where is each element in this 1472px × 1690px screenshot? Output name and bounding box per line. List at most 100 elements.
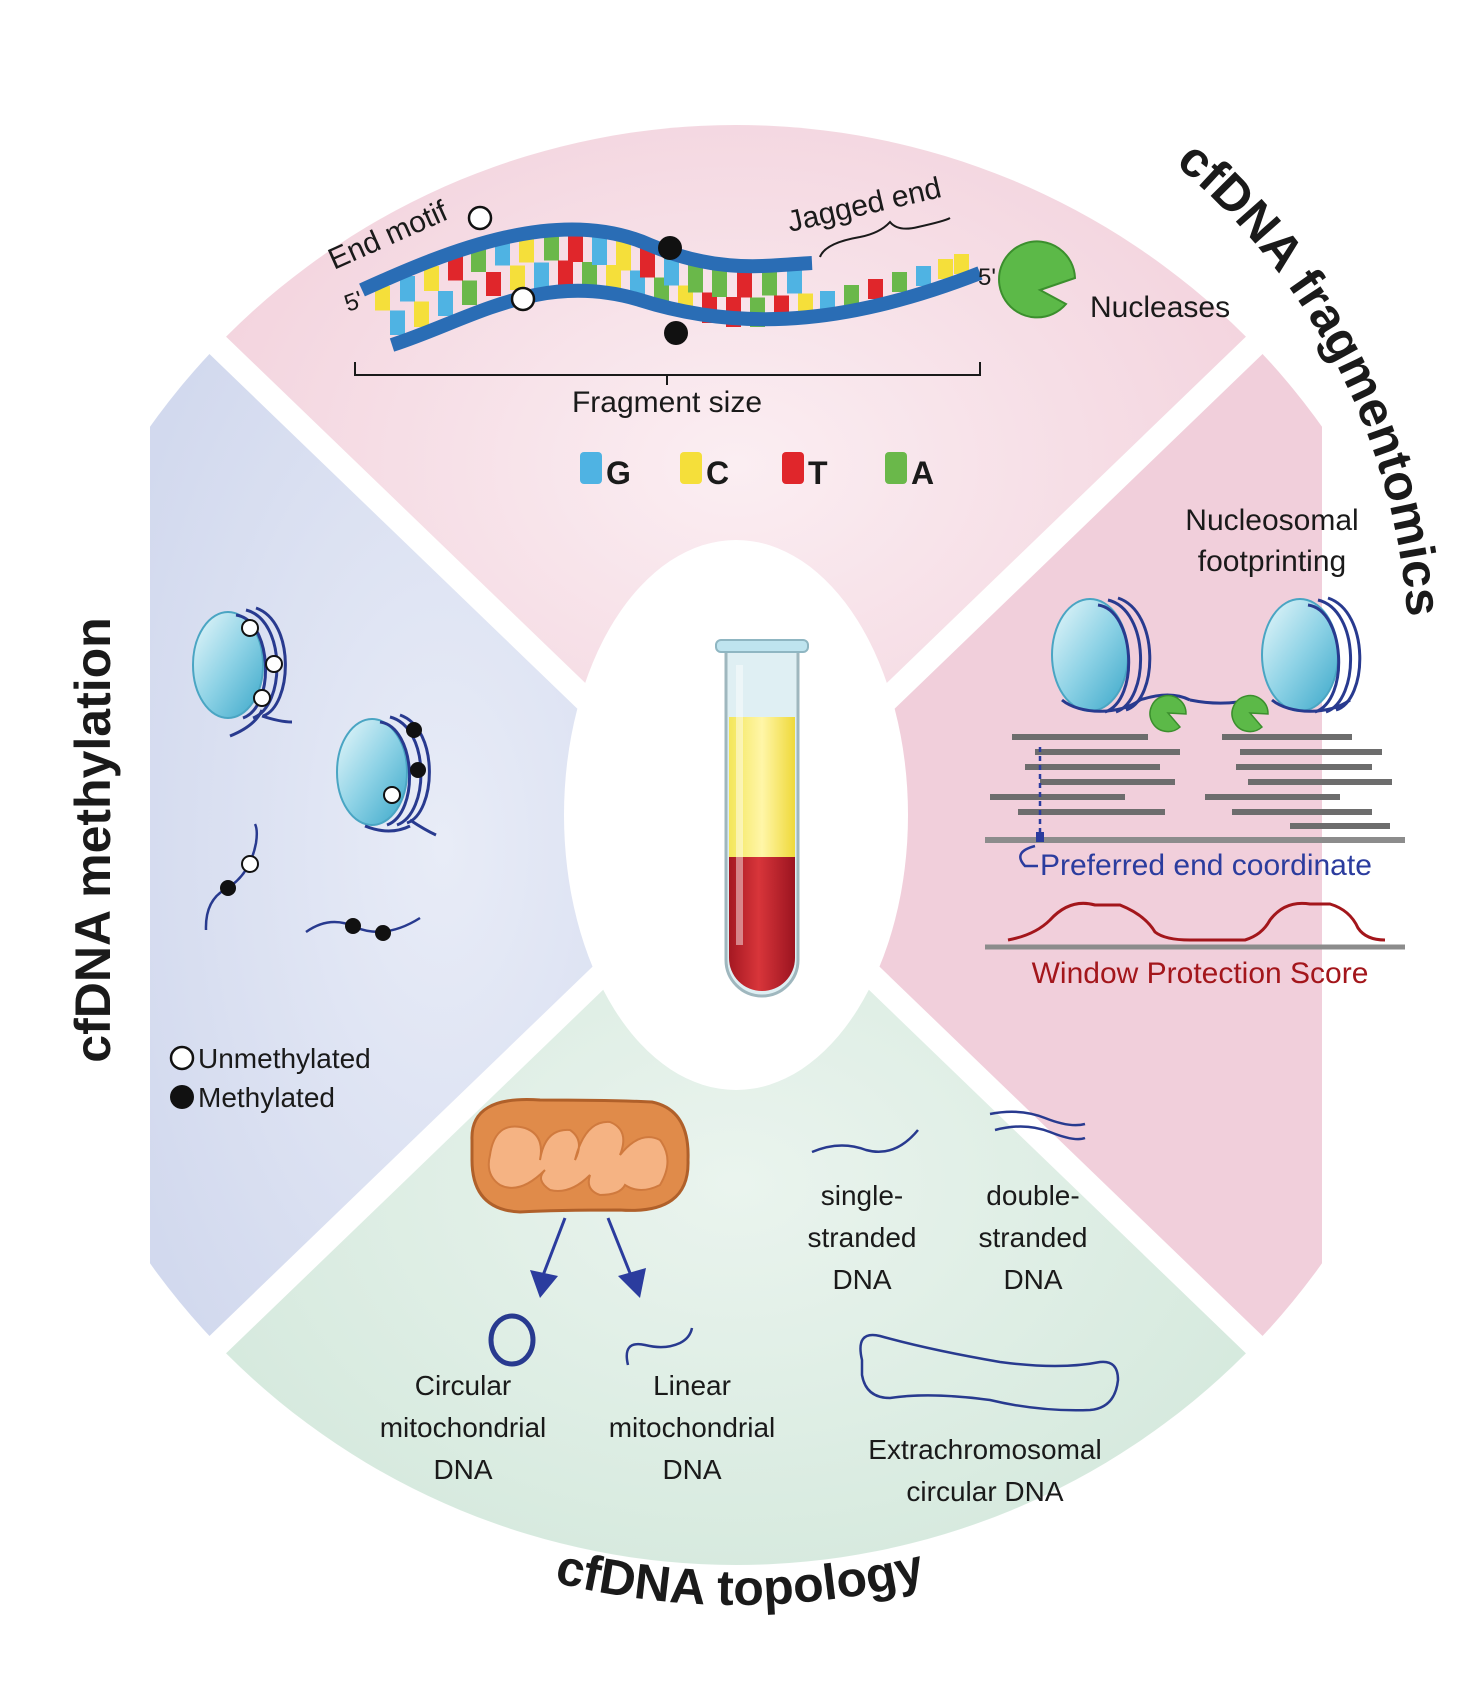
fragment-size-label: Fragment size	[572, 386, 762, 419]
blood-tube-icon	[715, 639, 809, 998]
circular-mtdna-label: Circular	[415, 1370, 511, 1401]
base-block	[375, 286, 390, 311]
base-block	[616, 240, 631, 271]
footprinting-label: Nucleosomal	[1185, 504, 1358, 537]
base-block	[592, 234, 607, 265]
base-block	[510, 265, 525, 290]
legend-letter: C	[706, 455, 729, 491]
base-block	[868, 279, 883, 299]
base-block	[462, 280, 477, 305]
base-block	[544, 232, 559, 261]
double-stranded-dna-icon	[989, 1110, 1086, 1141]
sequencing-reads	[990, 734, 1392, 829]
eccdna-icon	[859, 1333, 1120, 1412]
base-block	[495, 241, 510, 266]
ds-dna-label-2: stranded	[979, 1222, 1088, 1253]
ss-dna-label: single-	[821, 1180, 903, 1211]
eccdna-label: Extrachromosomal	[868, 1434, 1101, 1465]
arrow-to-circular	[540, 1217, 567, 1279]
base-block	[438, 291, 453, 316]
base-block	[664, 255, 679, 286]
nucleosome-pair	[1051, 596, 1362, 733]
nucleosome-icon	[1051, 596, 1191, 714]
base-block	[390, 310, 405, 335]
unmethylated-marker	[510, 286, 536, 312]
circular-mtdna-label-2: mitochondrial	[380, 1412, 547, 1443]
linear-mtdna-label-2: mitochondrial	[609, 1412, 776, 1443]
legend-swatch	[680, 452, 702, 484]
linear-mtdna-icon	[625, 1327, 694, 1366]
legend-swatch	[580, 452, 602, 484]
methylation-sector	[150, 280, 736, 1410]
nucleosome-icon	[1261, 596, 1362, 714]
methylated-legend-icon	[170, 1085, 194, 1109]
eccdna-label-2: circular DNA	[906, 1476, 1063, 1507]
base-block	[938, 259, 953, 279]
fragmentomics-sector-top	[150, 125, 1322, 845]
legend-swatch	[885, 452, 907, 484]
nuclease-icon	[1231, 694, 1269, 733]
jagged-end-brace	[819, 217, 951, 258]
base-block	[400, 276, 415, 302]
base-block	[762, 266, 777, 296]
legend-item-t: T	[782, 452, 828, 491]
base-block	[471, 248, 486, 272]
base-block	[424, 266, 439, 291]
nuclease-icon	[998, 240, 1077, 319]
legend-item-c: C	[680, 452, 729, 491]
five-prime-right-label: 5'	[978, 264, 996, 291]
legend-swatch	[782, 452, 804, 484]
free-dna-strand-1	[204, 823, 259, 931]
circular-mtdna-label-3: DNA	[433, 1454, 492, 1485]
methylated-legend-label: Methylated	[198, 1082, 335, 1113]
methylated-nucleosome-1	[192, 606, 293, 738]
ds-dna-label-3: DNA	[1003, 1264, 1062, 1295]
footprinting-label-2: footprinting	[1198, 545, 1346, 578]
base-block	[916, 266, 931, 286]
base-block	[844, 285, 859, 305]
wps-label: Window Protection Score	[1032, 957, 1369, 990]
methylation-title: cfDNA methylation	[65, 617, 121, 1062]
unmethylated-legend-label: Unmethylated	[198, 1043, 371, 1074]
methylated-marker	[664, 321, 688, 345]
legend-item-g: G	[580, 452, 631, 491]
methylated-nucleosome-2	[336, 713, 437, 837]
base-block	[954, 254, 969, 274]
preferred-end-arrow	[1019, 844, 1038, 868]
linear-mtdna-label-3: DNA	[662, 1454, 721, 1485]
base-block	[737, 268, 752, 298]
base-block	[414, 301, 429, 327]
base-block	[558, 260, 573, 289]
preferred-end-label: Preferred end coordinate	[1040, 849, 1372, 882]
single-stranded-dna-icon	[811, 1129, 919, 1154]
legend-item-a: A	[885, 452, 934, 491]
fragmentomics-sector-right	[736, 280, 1322, 1410]
base-block	[712, 267, 727, 297]
base-block	[519, 236, 534, 263]
nucleases-label: Nucleases	[1090, 291, 1230, 324]
free-dna-strand-2	[305, 916, 421, 941]
ss-dna-label-3: DNA	[832, 1264, 891, 1295]
unmethylated-legend-icon	[169, 1045, 195, 1071]
dna-fragment	[359, 205, 983, 352]
base-block	[486, 272, 501, 296]
mitochondrion-icon	[470, 1098, 690, 1214]
circular-mtdna-icon	[488, 1313, 536, 1367]
methylated-marker	[658, 236, 682, 260]
base-block	[568, 232, 583, 262]
unmethylated-marker	[467, 205, 493, 231]
nuclease-icon	[1149, 694, 1187, 733]
base-block	[820, 291, 835, 311]
base-block	[534, 262, 549, 289]
topology-sector	[150, 845, 1322, 1565]
wps-curve	[1007, 901, 1386, 942]
base-block	[688, 262, 703, 293]
base-block	[892, 272, 907, 292]
base-block	[448, 256, 463, 281]
linear-mtdna-label: Linear	[653, 1370, 731, 1401]
legend-letter: T	[808, 455, 828, 491]
ss-dna-label-2: stranded	[808, 1222, 917, 1253]
arrow-to-linear	[606, 1217, 634, 1279]
